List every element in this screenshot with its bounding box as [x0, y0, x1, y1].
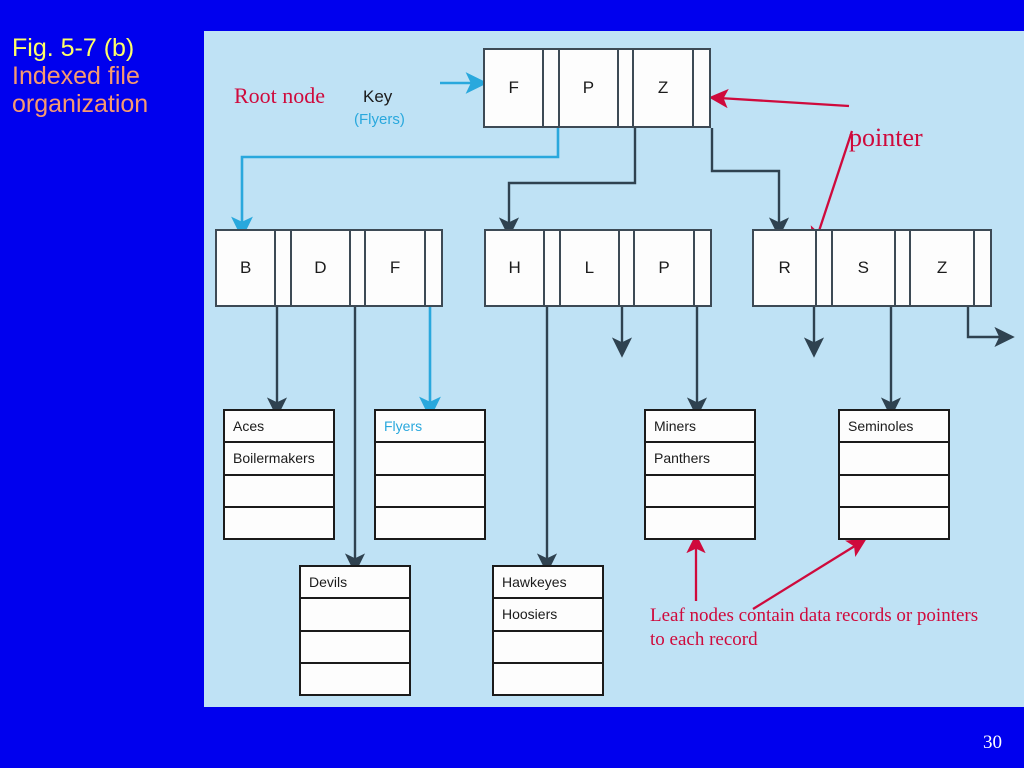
leaf-node-devils[interactable]: Devils — [299, 565, 411, 696]
connector-root-to-rsz — [710, 128, 790, 238]
key-label: Key — [363, 87, 393, 106]
leaf-node-hawkeyes-row-1: Hoosiers — [494, 599, 602, 632]
index-node-bdf-pointer-2[interactable] — [425, 231, 442, 305]
index-node-bdf-key-0: B — [217, 231, 277, 305]
leaf-node-miners-row-2 — [646, 475, 754, 508]
index-node-hlp-key-2: P — [635, 231, 695, 305]
page-title-line-1: Fig. 5-7 (b) — [12, 34, 135, 62]
page-title-line-3: organization — [12, 90, 149, 118]
index-node-bdf-key-1: D — [291, 231, 352, 305]
search-path-root-to-bdf — [231, 128, 560, 239]
index-node-rsz-pointer-0[interactable] — [817, 231, 833, 305]
key-value-label: (Flyers) — [354, 111, 405, 128]
arrow-pointer-to-root — [708, 88, 850, 109]
index-node-bdf-pointer-0[interactable] — [276, 231, 292, 305]
figure-panel: Root node Key (Flyers) pointer Leaf node… — [204, 31, 1024, 707]
leaf-node-miners[interactable]: Miners Panthers — [644, 409, 756, 540]
leaf-node-flyers-row-0: Flyers — [376, 411, 484, 444]
page-title: Fig. 5-7 (b) Indexed file organization — [12, 34, 212, 118]
leaf-node-miners-row-0: Miners — [646, 411, 754, 444]
index-node-bdf-pointer-1[interactable] — [351, 231, 367, 305]
leaf-node-miners-row-3 — [646, 507, 754, 538]
root-node-pointer-0[interactable] — [544, 50, 560, 126]
leaf-node-flyers-row-2 — [376, 475, 484, 508]
root-node-pointer-1[interactable] — [619, 50, 635, 126]
index-node-rsz-pointer-2[interactable] — [974, 231, 990, 305]
root-node-label: Root node — [234, 83, 326, 108]
leaf-node-seminoles-row-1 — [840, 443, 948, 476]
leaf-note-label: Leaf nodes contain data records or point… — [650, 605, 979, 651]
pointer-label: pointer — [849, 123, 923, 152]
leaf-node-seminoles-row-0: Seminoles — [840, 411, 948, 444]
page-title-line-2: Indexed file — [12, 62, 140, 90]
leaf-node-flyers-row-3 — [376, 507, 484, 538]
index-node-rsz[interactable]: R S Z — [752, 229, 992, 307]
index-node-hlp-pointer-2[interactable] — [694, 231, 711, 305]
index-node-hlp-key-0: H — [486, 231, 546, 305]
leaf-node-hawkeyes-row-2 — [494, 631, 602, 664]
connector-root-to-hlp — [498, 128, 637, 238]
connector-rsz-tail — [966, 307, 1015, 348]
index-node-hlp-key-1: L — [560, 231, 621, 305]
index-node-rsz-key-2: Z — [911, 231, 975, 305]
arrow-pointer-to-rsz — [810, 130, 854, 247]
leaf-node-aces-row-1: Boilermakers — [225, 443, 333, 476]
root-node[interactable]: F P Z — [483, 48, 711, 128]
leaf-node-hawkeyes-row-3 — [494, 663, 602, 694]
page-number: 30 — [983, 732, 1002, 753]
leaf-node-devils-row-1 — [301, 599, 409, 632]
arrow-leafnote-to-seminoles — [752, 538, 867, 610]
leaf-node-devils-row-2 — [301, 631, 409, 664]
leaf-node-aces[interactable]: Aces Boilermakers — [223, 409, 335, 540]
leaf-node-hawkeyes[interactable]: Hawkeyes Hoosiers — [492, 565, 604, 696]
leaf-node-devils-row-3 — [301, 663, 409, 694]
leaf-node-hawkeyes-row-0: Hawkeyes — [494, 567, 602, 600]
leaf-node-flyers-row-1 — [376, 443, 484, 476]
root-node-key-0: F — [485, 50, 545, 126]
index-node-rsz-key-0: R — [754, 231, 818, 305]
leaf-node-seminoles-row-3 — [840, 507, 948, 538]
leaf-node-seminoles-row-2 — [840, 475, 948, 508]
index-node-bdf[interactable]: B D F — [215, 229, 443, 307]
leaf-node-flyers[interactable]: Flyers — [374, 409, 486, 540]
index-node-hlp-pointer-1[interactable] — [620, 231, 636, 305]
index-node-hlp[interactable]: H L P — [484, 229, 712, 307]
root-node-pointer-2[interactable] — [693, 50, 710, 126]
index-node-rsz-pointer-1[interactable] — [895, 231, 912, 305]
leaf-node-seminoles[interactable]: Seminoles — [838, 409, 950, 540]
leaf-node-miners-row-1: Panthers — [646, 443, 754, 476]
index-node-bdf-key-2: F — [366, 231, 426, 305]
root-node-key-2: Z — [634, 50, 694, 126]
leaf-node-aces-row-0: Aces — [225, 411, 333, 444]
index-node-rsz-key-1: S — [832, 231, 896, 305]
leaf-node-devils-row-0: Devils — [301, 567, 409, 600]
leaf-node-aces-row-3 — [225, 507, 333, 538]
index-node-hlp-pointer-0[interactable] — [545, 231, 561, 305]
root-node-key-1: P — [559, 50, 620, 126]
leaf-node-aces-row-2 — [225, 475, 333, 508]
